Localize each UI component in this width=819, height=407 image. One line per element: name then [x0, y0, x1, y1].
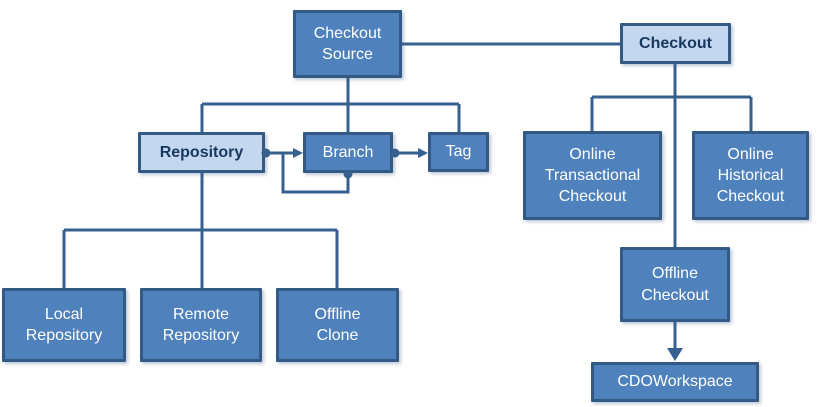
node-cdo-workspace: CDOWorkspace: [591, 362, 759, 402]
edge-repository-children: [62, 173, 339, 288]
edge-branch-tag: [390, 148, 428, 158]
node-branch: Branch: [303, 132, 393, 173]
node-offline-clone: Offline Clone: [276, 288, 399, 362]
edge-repository-branch: [261, 148, 303, 158]
node-tag: Tag: [428, 132, 489, 172]
node-local-repository: Local Repository: [2, 288, 126, 362]
node-online-transactional-checkout: Online Transactional Checkout: [523, 131, 662, 220]
node-remote-repository: Remote Repository: [140, 288, 262, 362]
edge-checkout-source-children: [200, 78, 461, 132]
node-online-historical-checkout: Online Historical Checkout: [692, 131, 809, 220]
node-repository: Repository: [138, 132, 265, 173]
edge-offline-checkout-cdo-workspace: [667, 322, 683, 361]
node-checkout-source: Checkout Source: [293, 10, 402, 78]
node-offline-checkout: Offline Checkout: [620, 247, 730, 322]
node-checkout: Checkout: [620, 23, 731, 64]
